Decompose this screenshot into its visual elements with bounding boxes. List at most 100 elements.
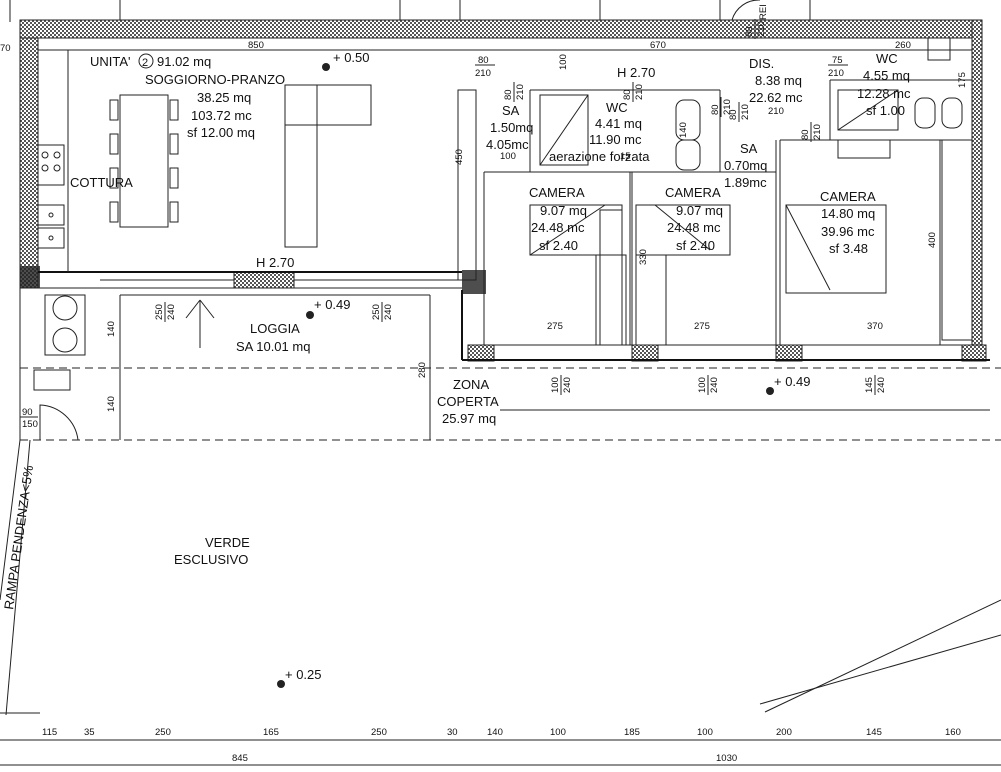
svg-text:240: 240	[166, 304, 177, 320]
svg-text:280: 280	[417, 362, 428, 378]
camera2-volume: 24.48 mc	[667, 220, 721, 235]
zona-name-2: COPERTA	[437, 394, 499, 409]
svg-text:70: 70	[0, 43, 11, 54]
svg-text:100: 100	[697, 727, 713, 738]
svg-text:80: 80	[800, 129, 811, 140]
zona-area: 25.97 mq	[442, 411, 496, 426]
svg-text:845: 845	[232, 753, 248, 764]
svg-text:210: 210	[812, 124, 823, 140]
shower-right	[837, 89, 899, 131]
wc-right-volume: 12.28 mc	[857, 86, 911, 101]
wc-center-area: 4.41 mq	[595, 116, 642, 131]
svg-text:80: 80	[744, 26, 755, 37]
svg-text:210: 210	[722, 99, 733, 115]
svg-text:210: 210	[740, 104, 751, 120]
svg-text:210: 210	[828, 68, 844, 79]
exterior-lines	[0, 288, 1001, 766]
svg-text:100: 100	[558, 54, 569, 70]
wc-right-area: 4.55 mq	[863, 68, 910, 83]
cooktop	[37, 144, 65, 186]
soggiorno-volume: 103.72 mc	[191, 108, 252, 123]
svg-text:330: 330	[638, 249, 649, 265]
inner-dimensions: 100 100 450 175 210 275 275 370 400 330 …	[0, 4, 968, 412]
unit-label: UNITA'	[90, 54, 131, 69]
svg-text:240: 240	[383, 304, 394, 320]
top-dim-670: 670	[650, 40, 666, 51]
svg-text:250: 250	[371, 727, 387, 738]
soggiorno-sf: sf 12.00 mq	[187, 125, 255, 140]
soggiorno-name: SOGGIORNO-PRANZO	[145, 72, 285, 87]
camera3-volume: 39.96 mc	[821, 224, 875, 239]
svg-text:185: 185	[624, 727, 640, 738]
svg-text:115: 115	[42, 727, 57, 738]
sa-left-volume: 4.05mc	[486, 137, 529, 152]
svg-text:80: 80	[710, 104, 721, 115]
camera2-area: 9.07 mq	[676, 203, 723, 218]
svg-text:200: 200	[776, 727, 792, 738]
top-dim-850: 850	[248, 40, 264, 51]
svg-text:1030: 1030	[716, 753, 737, 764]
camera3-sf: sf 3.48	[829, 241, 868, 256]
level-zona: + 0.49	[774, 374, 811, 389]
svg-text:30: 30	[447, 727, 458, 738]
svg-text:370: 370	[867, 321, 883, 332]
camera3-name: CAMERA	[820, 189, 876, 204]
level-markers: + 0.50 + 0.49 + 0.49 + 0.25	[277, 50, 811, 688]
svg-text:100: 100	[550, 377, 561, 393]
dis-name: DIS.	[749, 56, 774, 71]
svg-text:75: 75	[832, 55, 843, 66]
wc-center-name: WC	[606, 100, 628, 115]
camera2-name: CAMERA	[665, 185, 721, 200]
svg-text:100: 100	[550, 727, 566, 738]
top-dim-260: 260	[895, 40, 911, 51]
svg-text:175: 175	[957, 72, 968, 88]
loggia-name: LOGGIA	[250, 321, 300, 336]
height-night: H 2.70	[617, 65, 655, 80]
svg-text:35: 35	[84, 727, 95, 738]
svg-text:275: 275	[547, 321, 563, 332]
furniture	[33, 37, 973, 391]
wc-center-volume: 11.90 mc	[589, 132, 642, 147]
sofa	[284, 84, 318, 248]
svg-text:400: 400	[927, 232, 938, 248]
svg-text:140: 140	[106, 321, 117, 337]
svg-text:145: 145	[866, 727, 882, 738]
sa-right-name: SA	[740, 141, 758, 156]
svg-text:15: 15	[620, 151, 631, 162]
svg-text:240: 240	[876, 377, 887, 393]
level-loggia: + 0.49	[314, 297, 351, 312]
shower	[539, 94, 589, 166]
svg-text:140: 140	[678, 122, 689, 138]
level-garden: + 0.25	[285, 667, 322, 682]
svg-text:80: 80	[622, 89, 633, 100]
svg-text:90: 90	[22, 407, 33, 418]
svg-text:140: 140	[106, 396, 117, 412]
svg-text:210: 210	[756, 21, 767, 37]
bed-2	[635, 204, 731, 256]
svg-text:150: 150	[22, 419, 38, 430]
svg-text:REI: REI	[758, 4, 769, 20]
svg-text:145: 145	[864, 377, 875, 393]
unit-area: 91.02 mq	[157, 54, 211, 69]
sa-left-area: 1.50mq	[490, 120, 533, 135]
ramp-label: RAMPA PENDENZA<5%	[1, 464, 36, 610]
svg-text:210: 210	[515, 84, 526, 100]
wc-center-note: aerazione forzata	[549, 149, 650, 164]
svg-text:210: 210	[634, 84, 645, 100]
camera1-name: CAMERA	[529, 185, 585, 200]
dining-table	[119, 94, 169, 228]
verde-name-1: VERDE	[205, 535, 250, 550]
wc-right-name: WC	[876, 51, 898, 66]
room-labels: UNITA' 2 91.02 mq SOGGIORNO-PRANZO 38.25…	[70, 51, 911, 567]
